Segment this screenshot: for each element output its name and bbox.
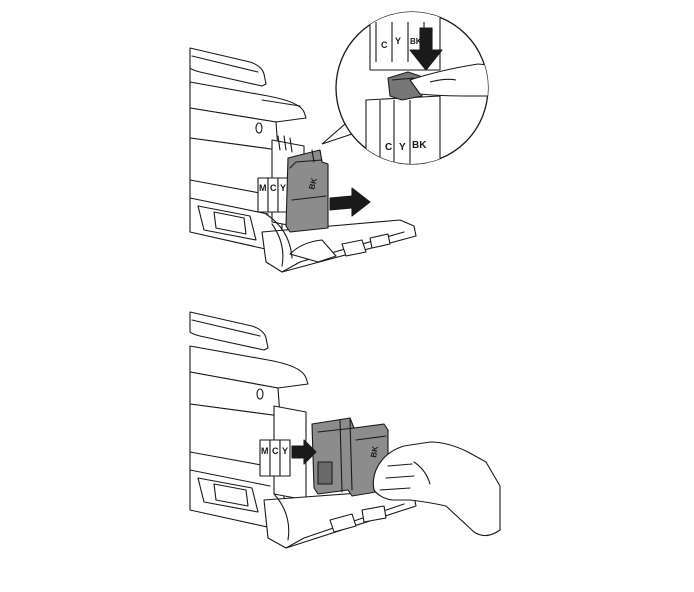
printer-remove-step [189, 47, 417, 273]
printer-top-tray-2 [189, 311, 269, 351]
press-down-arrow [409, 27, 443, 71]
ink-cartridge-bk-insert [311, 417, 389, 497]
slot-labels-insert: M C Y BK [261, 445, 380, 458]
slot-label-c: C [270, 183, 277, 193]
cartridge-label-bk: BK [307, 177, 319, 191]
pull-out-arrow [329, 187, 371, 217]
callout-top-label-bk: BK [410, 37, 422, 46]
printer-body-upper-2 [189, 345, 309, 389]
printer-top-tray [189, 47, 267, 87]
slot-label-c-2: C [272, 446, 279, 456]
slot-y-2 [279, 439, 291, 477]
slot-label-y-2: Y [282, 446, 288, 456]
slot-label-y: Y [280, 183, 286, 193]
zoom-callout: C Y BK C Y BK [335, 11, 489, 165]
slot-label-m: M [259, 183, 267, 193]
callout-top-label-c: C [381, 40, 388, 50]
callout-bottom-label-y: Y [399, 142, 406, 153]
ink-cover-door [261, 219, 417, 273]
callout-bottom-label-bk: BK [412, 140, 427, 151]
hand [372, 441, 501, 537]
cartridge-label-bk-2: BK [369, 445, 380, 458]
ink-cartridge-bk [285, 149, 329, 233]
callout-bottom-label-c: C [385, 142, 392, 153]
push-in-arrow [291, 439, 317, 465]
slot-labels-remove: M C Y BK [259, 177, 319, 193]
printer-insert-step [189, 311, 501, 549]
slot-label-m-2: M [261, 446, 269, 456]
callout-top-label-y: Y [395, 36, 401, 46]
